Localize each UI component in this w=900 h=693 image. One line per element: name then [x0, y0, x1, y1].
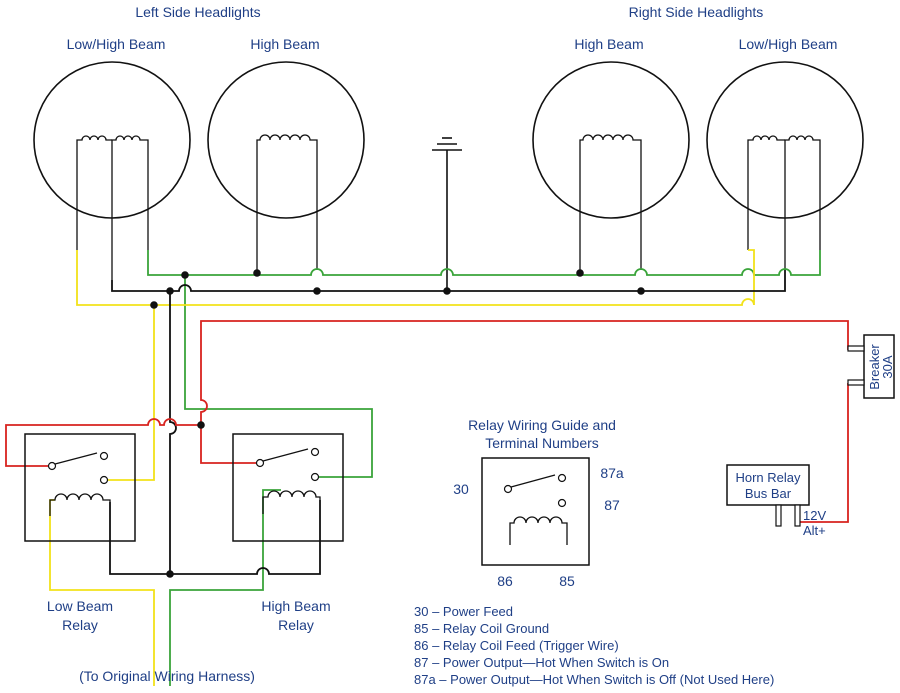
wire-high-beam-bus: [147, 250, 821, 276]
junction-dot: [166, 287, 174, 295]
junction-dot: [253, 269, 261, 277]
junction-dot: [181, 271, 189, 279]
junction-dot: [150, 301, 158, 309]
guide-terminal-30: 30: [453, 481, 469, 497]
junction-dot: [166, 570, 174, 578]
lamp-label-right-high: High Beam: [574, 36, 643, 52]
legend-item: 87a – Power Output—Hot When Switch is Of…: [414, 672, 774, 687]
junction-dot: [637, 287, 645, 295]
left-headlights-heading: Left Side Headlights: [135, 4, 260, 20]
wire-high-beam-harness: [169, 489, 281, 686]
headlight-right-high: [532, 61, 690, 219]
high-beam-relay-label-line1: High Beam: [261, 598, 330, 614]
guide-terminal-86: 86: [497, 573, 513, 589]
high-beam-relay: [232, 433, 344, 542]
filament-left-high: [111, 135, 149, 280]
wire-low-beam-bus: [76, 249, 755, 306]
guide-title-line2: Terminal Numbers: [485, 435, 599, 451]
guide-title-line1: Relay Wiring Guide and: [468, 417, 616, 433]
filament-left-high-beam: [256, 134, 318, 273]
junction-dot: [576, 269, 584, 277]
breaker-label-line2: 30A: [880, 355, 895, 378]
legend-item: 30 – Power Feed: [414, 604, 513, 619]
wire-power-low-relay: [5, 418, 201, 467]
ground-symbol: [432, 137, 462, 290]
junction-dot: [313, 287, 321, 295]
filament-left-low: [76, 135, 112, 250]
legend-item: 85 – Relay Coil Ground: [414, 621, 549, 636]
breaker-label-line1: Breaker: [867, 344, 882, 390]
horn-relay-bus-bar: Horn Relay Bus Bar 12V Alt+: [726, 464, 826, 538]
bus-bar-label-line2: Bus Bar: [745, 486, 792, 501]
wire-ground-trunk: [169, 291, 177, 574]
terminal-legend: 30 – Power Feed 85 – Relay Coil Ground 8…: [414, 604, 774, 687]
harness-label: (To Original Wiring Harness): [79, 668, 255, 684]
wire-ground-relays: [109, 500, 321, 575]
legend-item: 86 – Relay Coil Feed (Trigger Wire): [414, 638, 619, 653]
wire-low-beam-feed: [104, 305, 155, 481]
wire-ground-bus: [111, 270, 786, 292]
low-beam-relay-label-line2: Relay: [62, 617, 98, 633]
filament-right-low: [747, 135, 785, 250]
guide-relay-symbol: [481, 457, 590, 566]
legend-item: 87 – Power Output—Hot When Switch is On: [414, 655, 669, 670]
wire-power-breaker-out: [800, 383, 849, 523]
lamp-label-left-high: High Beam: [250, 36, 319, 52]
junction-dot: [197, 421, 205, 429]
right-headlights-heading: Right Side Headlights: [629, 4, 764, 20]
bus-bar-alt-label: Alt+: [803, 523, 826, 538]
guide-terminal-85: 85: [559, 573, 575, 589]
bus-bar-12v-label: 12V: [803, 508, 826, 523]
headlight-left-high: [207, 61, 365, 219]
high-beam-relay-label-line2: Relay: [278, 617, 314, 633]
wire-high-beam-feed: [184, 275, 373, 478]
wire-low-beam-harness: [49, 499, 155, 686]
filament-right-high-beam: [579, 134, 642, 273]
guide-terminal-87: 87: [604, 497, 620, 513]
wire-power-feed: [200, 320, 849, 464]
lamp-label-left-low-high: Low/High Beam: [67, 36, 166, 52]
low-beam-relay-label-line1: Low Beam: [47, 598, 113, 614]
guide-terminal-87a: 87a: [600, 465, 624, 481]
filament-right-high: [784, 135, 821, 270]
lamp-label-right-low-high: Low/High Beam: [739, 36, 838, 52]
bus-bar-label-line1: Horn Relay: [735, 470, 801, 485]
breaker-30a: Breaker 30A: [847, 334, 895, 399]
junction-dot: [443, 287, 451, 295]
low-beam-relay: [24, 433, 136, 542]
